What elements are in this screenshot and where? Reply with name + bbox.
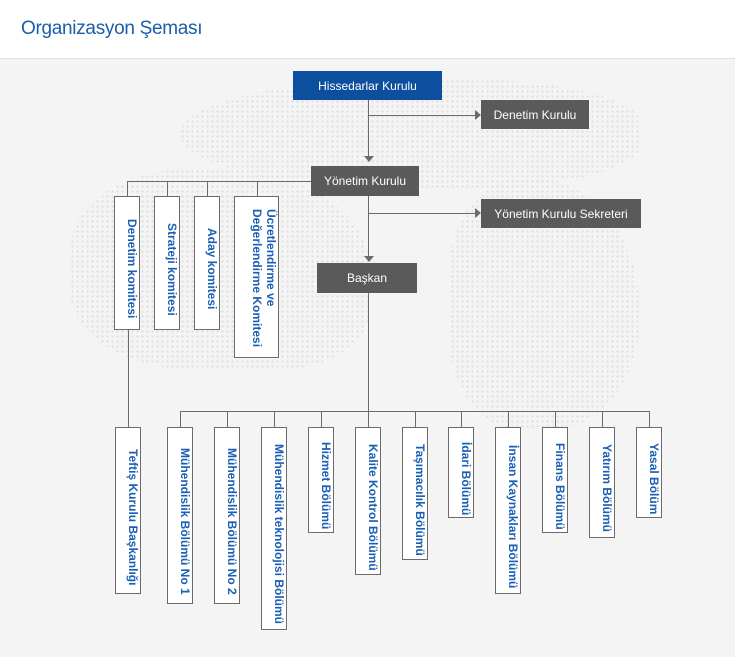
department-node: Mühendislik teknolojisi Bölümü: [261, 427, 287, 630]
department-node: İdari Bölümü: [448, 427, 474, 518]
department-node: İnsan Kaynakları Bölümü: [495, 427, 521, 594]
committee-node: Denetim komitesi: [114, 196, 140, 330]
department-node: Mühendislik Bölümü No 1: [167, 427, 193, 604]
page-title: Organizasyon Şeması: [21, 18, 203, 39]
committee-node: Strateji komitesi: [154, 196, 180, 330]
committee-node: Ücretlendirme ve Değerlendirme Komitesi: [234, 196, 279, 358]
inspection-node: Teftiş Kurulu Başkanlığı: [115, 427, 141, 594]
president-node: Başkan: [317, 263, 417, 293]
department-node: Yasal Bölüm: [636, 427, 662, 518]
department-node: Hizmet Bölümü: [308, 427, 334, 533]
department-node: Mühendislik Bölümü No 2: [214, 427, 240, 604]
committee-node: Aday komitesi: [194, 196, 220, 330]
department-node: Finans Bölümü: [542, 427, 568, 533]
board-secretary-node: Yönetim Kurulu Sekreteri: [481, 199, 641, 228]
department-node: Kalite Kontrol Bölümü: [355, 427, 381, 575]
department-node: Yatırım Bölümü: [589, 427, 615, 538]
department-node: Taşımacılık Bölümü: [402, 427, 428, 560]
audit-board-node: Denetim Kurulu: [481, 100, 589, 129]
board-node: Yönetim Kurulu: [311, 166, 419, 196]
shareholders-node: Hissedarlar Kurulu: [293, 71, 442, 100]
